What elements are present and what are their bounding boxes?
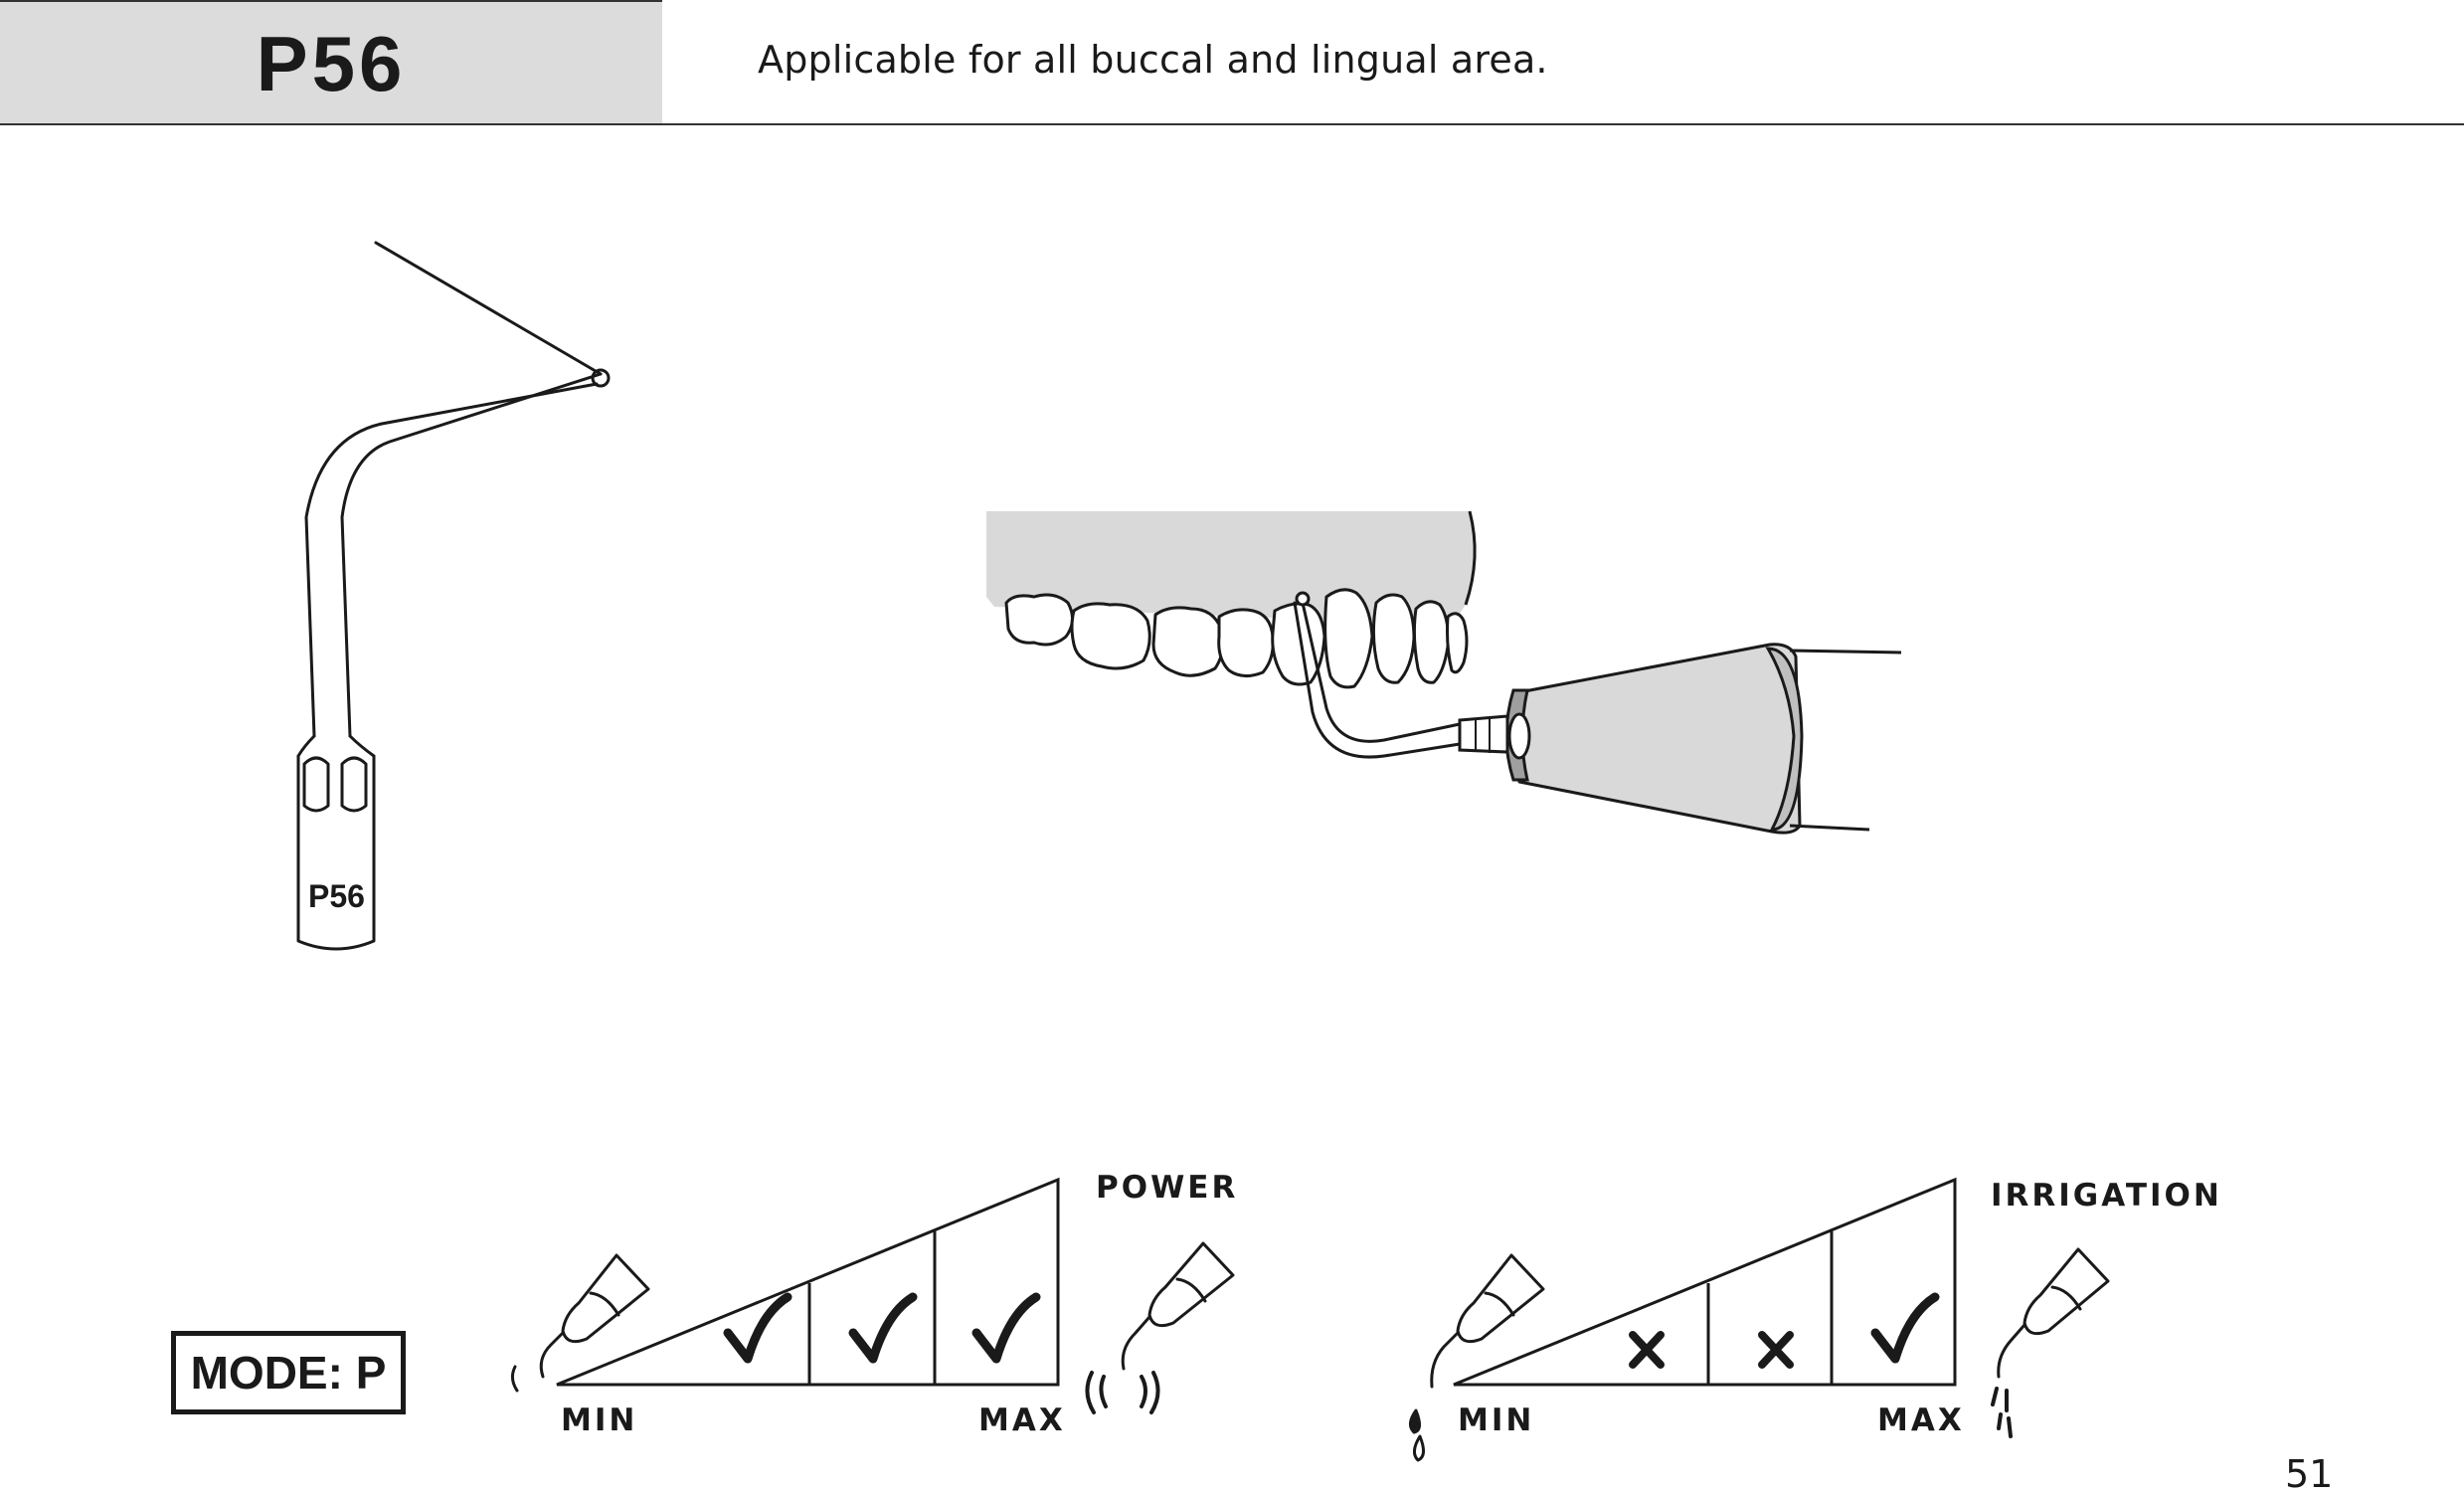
cross-icon	[1758, 1331, 1794, 1369]
power-scale-max-label: MAX	[978, 1402, 1066, 1438]
power-scale-triangle	[556, 1177, 1060, 1387]
check-icon	[723, 1292, 792, 1364]
model-title: P56	[256, 19, 407, 107]
handpiece-spray-icon	[1991, 1247, 2110, 1438]
cross-icon	[1629, 1331, 1665, 1369]
irrigation-scale-max-label: MAX	[1877, 1402, 1965, 1438]
irrigation-scale-min-label: MIN	[1458, 1402, 1534, 1438]
handpiece-on-teeth-icon	[986, 510, 1902, 835]
model-description: Applicable for all buccal and lingual ar…	[758, 38, 1548, 82]
mode-badge: MODE: P	[171, 1331, 406, 1414]
irrigation-scale-title: IRRIGATION	[1991, 1178, 2222, 1214]
header-divider	[0, 123, 2464, 125]
irrigation-scale-triangle	[1453, 1177, 1957, 1387]
power-scale-title: POWER	[1096, 1170, 1238, 1206]
check-icon	[1870, 1292, 1940, 1364]
handpiece-low-vibration-icon	[510, 1253, 650, 1393]
page-number: 51	[2285, 1452, 2334, 1496]
mode-label: MODE: P	[190, 1347, 387, 1399]
check-icon	[971, 1292, 1041, 1364]
tip-engraving: P56	[308, 878, 365, 914]
handpiece-drops-icon	[1409, 1253, 1545, 1462]
check-icon	[848, 1292, 918, 1364]
power-scale-min-label: MIN	[561, 1402, 637, 1438]
irrigation-scale: IRRIGATION MIN MAX	[1453, 1177, 2222, 1438]
model-header: P56	[0, 0, 662, 125]
handpiece-high-vibration-icon	[1085, 1241, 1235, 1414]
scaler-tip-icon	[296, 241, 611, 951]
power-scale: POWER MIN MAX	[556, 1170, 1238, 1438]
